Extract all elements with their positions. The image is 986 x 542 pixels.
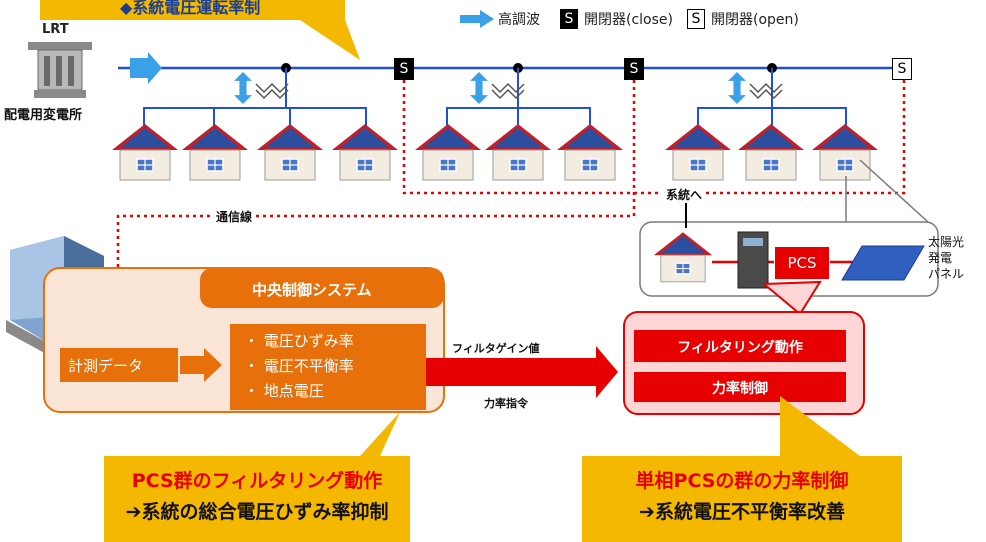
panel-label-2: 発電 xyxy=(928,251,953,265)
pcs-control-panel xyxy=(623,280,865,415)
filter-gain-label: フィルタゲイン値 xyxy=(452,342,540,355)
central-title: 中央制御システム xyxy=(252,281,372,299)
legend-switch-open: 開閉器(open) xyxy=(710,12,799,28)
callout-left-title: PCS群のフィルタリング動作 xyxy=(131,470,383,492)
pcs-unit: PCS xyxy=(774,246,830,280)
metric-item: ・ 電圧ひずみ率 xyxy=(244,332,354,350)
switch-open-1: S xyxy=(892,58,912,80)
panel-label-1: 太陽光 xyxy=(928,235,965,249)
comm-line-label: 通信線 xyxy=(212,208,257,225)
metric-item: ・ 電圧不平衡率 xyxy=(244,357,354,375)
to-grid-label: 系統へ xyxy=(664,186,705,203)
substation-tag: LRT xyxy=(42,22,69,37)
switch-close-icon: S xyxy=(560,9,578,29)
harmonic-markers xyxy=(234,72,783,104)
callout-right: 単相PCSの群の力率制御 ➔系統電圧不平衡率改善 xyxy=(582,466,902,524)
top-callout-text: ◆系統電圧運転率制 xyxy=(120,0,261,17)
callout-right-result: ➔系統電圧不平衡率改善 xyxy=(639,501,845,523)
switch-close-2: S xyxy=(624,58,644,80)
central-system-panel xyxy=(43,267,445,413)
harmonic-arrow-icon xyxy=(460,10,494,28)
metrics-list: ・ 電圧ひずみ率 ・ 電圧不平衡率 ・ 地点電圧 xyxy=(244,329,354,404)
legend-switch-close: 開閉器(close) xyxy=(584,12,673,28)
metric-item: ・ 地点電圧 xyxy=(244,382,324,400)
legend: 高調波 S 開閉器(close) S 開閉器(open) xyxy=(460,9,799,29)
measure-data-label: 計測データ xyxy=(68,357,144,375)
feeder-line xyxy=(118,52,902,128)
pf-control-label: 力率制御 xyxy=(712,381,768,397)
legend-harmonic: 高調波 xyxy=(498,12,540,28)
signal-arrow xyxy=(426,346,618,398)
callout-left-result: ➔系統の総合電圧ひずみ率抑制 xyxy=(125,501,389,523)
houses xyxy=(111,123,879,181)
filtering-action-label: フィルタリング動作 xyxy=(677,340,803,356)
switch-open-icon: S xyxy=(686,9,705,29)
callout-left: PCS群のフィルタリング動作 ➔系統の総合電圧ひずみ率抑制 xyxy=(104,466,410,524)
callout-right-title: 単相PCSの群の力率制御 xyxy=(635,470,849,492)
panel-label: 太陽光 発電 パネル xyxy=(928,234,964,282)
pf-command-label: 力率指令 xyxy=(484,397,528,410)
substation-icon xyxy=(28,42,92,98)
panel-label-3: パネル xyxy=(928,267,965,281)
switch-close-1: S xyxy=(394,58,414,80)
substation-label: 配電用変電所 xyxy=(4,108,83,123)
top-callout xyxy=(40,0,360,60)
bottom-callouts xyxy=(104,396,902,542)
